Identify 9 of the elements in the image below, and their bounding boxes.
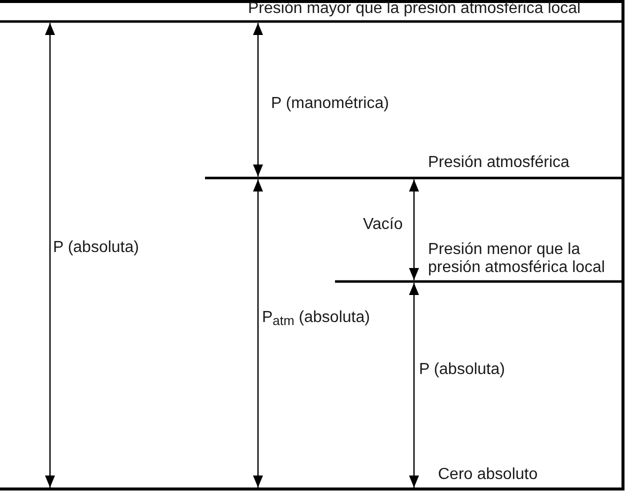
- level-label: Presión mayor que la presión atmosférica local: [248, 0, 581, 18]
- dimension-label: P (manométrica): [271, 95, 389, 113]
- level-label: Presión atmosférica: [428, 154, 570, 172]
- dimension-label: P (absoluta): [419, 361, 505, 379]
- level-label: Cero absoluto: [438, 466, 538, 484]
- dimension-label: P$_{atm}$ (absoluta): [262, 309, 370, 327]
- dimension-label: P (absoluta): [53, 239, 139, 257]
- level-label: Presión menor que la presión atmosférica local: [428, 241, 606, 277]
- dimension-label: Vacío: [363, 216, 403, 234]
